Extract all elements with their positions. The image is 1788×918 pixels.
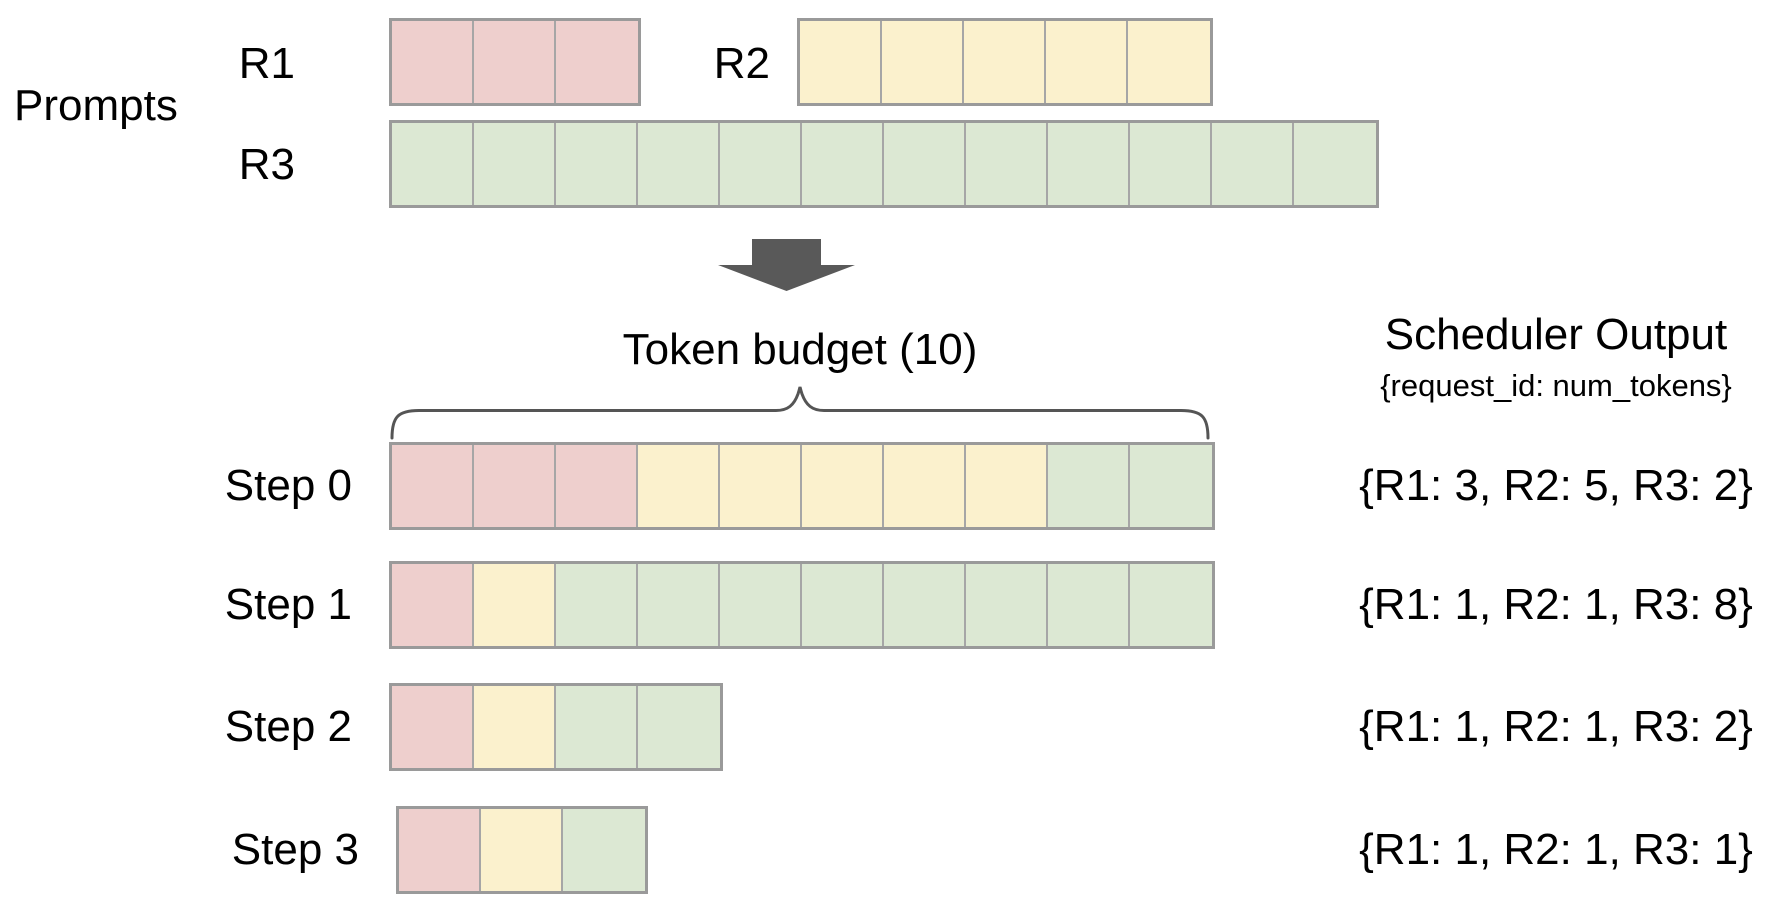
- step-block-3: [396, 806, 648, 894]
- token-cell-r3: [556, 123, 638, 205]
- token-cell-r3: [884, 564, 966, 646]
- token-cell-r3: [638, 686, 720, 768]
- token-cell-r1: [392, 445, 474, 527]
- token-cell-r2: [800, 21, 882, 103]
- token-cell-r3: [638, 564, 720, 646]
- token-cell-r3: [1212, 123, 1294, 205]
- token-cell-r3: [1130, 445, 1212, 527]
- request-label-r1: R1: [238, 39, 295, 88]
- step-label-3: Step 3: [231, 825, 359, 874]
- scheduler-output-step-3: {R1: 1, R2: 1, R3: 1}: [1359, 825, 1753, 874]
- step-block-2: [389, 683, 723, 771]
- token-cell-r1: [556, 21, 638, 103]
- token-cell-r2: [802, 445, 884, 527]
- scheduler-output-title: Scheduler Output: [1384, 310, 1728, 359]
- request-label-r2: R2: [713, 39, 770, 88]
- token-cell-r2: [474, 564, 556, 646]
- token-cell-r2: [474, 686, 556, 768]
- token-cell-r3: [474, 123, 556, 205]
- scheduler-output-step-0: {R1: 3, R2: 5, R3: 2}: [1359, 461, 1753, 510]
- token-cell-r3: [1130, 564, 1212, 646]
- prompt-block-r2: [797, 18, 1213, 106]
- prompts-section-label: Prompts: [14, 81, 178, 130]
- prompt-block-r1: [389, 18, 641, 106]
- token-budget-brace: [390, 386, 1210, 440]
- token-cell-r1: [474, 21, 556, 103]
- down-arrow-shape: [718, 239, 855, 291]
- token-cell-r3: [556, 564, 638, 646]
- token-cell-r3: [802, 564, 884, 646]
- token-cell-r3: [720, 123, 802, 205]
- step-block-1: [389, 561, 1215, 649]
- token-cell-r1: [392, 686, 474, 768]
- token-cell-r3: [563, 809, 645, 891]
- token-budget-label: Token budget (10): [622, 325, 978, 374]
- token-cell-r3: [1130, 123, 1212, 205]
- down-arrow-icon: [718, 239, 855, 291]
- token-cell-r1: [556, 445, 638, 527]
- token-cell-r1: [392, 564, 474, 646]
- token-cell-r3: [1048, 123, 1130, 205]
- scheduler-output-step-1: {R1: 1, R2: 1, R3: 8}: [1359, 580, 1753, 629]
- token-cell-r2: [966, 445, 1048, 527]
- token-cell-r1: [399, 809, 481, 891]
- token-cell-r3: [1048, 445, 1130, 527]
- token-cell-r2: [638, 445, 720, 527]
- token-cell-r2: [481, 809, 563, 891]
- token-cell-r1: [474, 445, 556, 527]
- token-cell-r2: [720, 445, 802, 527]
- token-cell-r3: [966, 564, 1048, 646]
- prompt-block-r3: [389, 120, 1379, 208]
- token-cell-r3: [556, 686, 638, 768]
- step-block-0: [389, 442, 1215, 530]
- token-cell-r2: [964, 21, 1046, 103]
- token-cell-r2: [884, 445, 966, 527]
- token-cell-r3: [884, 123, 966, 205]
- step-label-1: Step 1: [224, 580, 352, 629]
- token-cell-r3: [1048, 564, 1130, 646]
- token-cell-r3: [720, 564, 802, 646]
- brace-path: [390, 386, 1210, 440]
- token-cell-r2: [1046, 21, 1128, 103]
- step-label-0: Step 0: [224, 461, 352, 510]
- scheduler-output-subtitle: {request_id: num_tokens}: [1380, 368, 1732, 403]
- step-label-2: Step 2: [224, 702, 352, 751]
- token-cell-r3: [966, 123, 1048, 205]
- token-cell-r3: [392, 123, 474, 205]
- token-cell-r1: [392, 21, 474, 103]
- token-cell-r3: [638, 123, 720, 205]
- scheduler-output-step-2: {R1: 1, R2: 1, R3: 2}: [1359, 702, 1753, 751]
- request-label-r3: R3: [238, 140, 295, 189]
- token-cell-r3: [802, 123, 884, 205]
- token-cell-r3: [1294, 123, 1376, 205]
- token-cell-r2: [1128, 21, 1210, 103]
- token-cell-r2: [882, 21, 964, 103]
